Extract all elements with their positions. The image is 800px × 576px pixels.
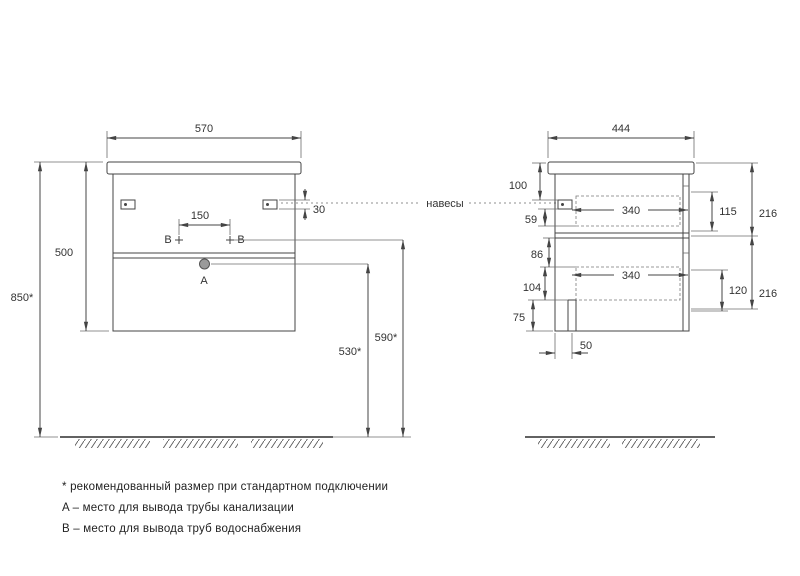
footnotes: * рекомендованный размер при стандартном… <box>62 481 388 535</box>
dim-depth: 444 <box>547 123 695 158</box>
dim-216-top-label: 216 <box>759 208 777 220</box>
dim-front-width-label: 570 <box>195 123 213 135</box>
drain-point-a <box>199 258 210 270</box>
hangers-callout: навесы <box>281 198 556 210</box>
dim-75-label: 75 <box>513 312 525 324</box>
footnote-a: A – место для вывода трубы канализации <box>62 502 294 514</box>
dim-100-label: 100 <box>509 180 527 192</box>
side-view: 444 100 59 86 104 75 <box>509 123 777 359</box>
side-cabinet-body <box>554 173 690 332</box>
drawer-box-bottom <box>575 266 681 301</box>
hanger-right-icon <box>262 199 278 210</box>
dim-b-spacing: 150 <box>178 210 231 235</box>
dim-104: 104 <box>523 266 568 301</box>
floor-left <box>60 436 333 448</box>
dim-86-label: 86 <box>531 249 543 261</box>
dim-115-label: 115 <box>719 206 737 218</box>
front-countertop <box>106 161 302 175</box>
dim-hanger-height: 30 <box>279 189 325 220</box>
dim-216-bottom: 216 <box>691 235 777 310</box>
dim-b-height-label: 590* <box>375 332 398 344</box>
dim-front-height: 500 <box>34 161 109 332</box>
dim-a-height-label: 530* <box>339 346 362 358</box>
dim-120: 120 <box>691 269 747 312</box>
dim-340-bottom-label: 340 <box>622 270 640 282</box>
dim-b-height: 590* <box>234 239 411 438</box>
dim-front-width: 570 <box>106 123 302 158</box>
dim-hanger-height-label: 30 <box>313 204 325 216</box>
dim-104-label: 104 <box>523 282 541 294</box>
footnote-asterisk: * рекомендованный размер при стандартном… <box>62 481 388 493</box>
floor-right <box>525 436 715 448</box>
dim-a-height: 530* <box>211 263 371 438</box>
side-countertop <box>547 161 695 175</box>
dim-100: 100 <box>509 162 558 201</box>
dim-340-top-label: 340 <box>622 205 640 217</box>
dim-front-height-label: 500 <box>55 247 73 259</box>
label-b-left: B <box>164 234 171 246</box>
dim-59: 59 <box>525 208 576 227</box>
hanger-side-icon <box>557 199 573 210</box>
water-point-b-left <box>175 236 183 244</box>
dim-115: 115 <box>691 191 737 232</box>
dim-216-top: 216 <box>691 162 777 237</box>
dim-depth-label: 444 <box>612 123 630 135</box>
water-point-b-right <box>226 236 234 244</box>
dim-340-top: 340 <box>571 205 689 217</box>
hanger-left-icon <box>120 199 136 210</box>
dim-59-label: 59 <box>525 214 537 226</box>
footnote-b: B – место для вывода труб водоснабжения <box>62 523 301 535</box>
front-view: B B A 570 500 850* 150 <box>11 123 411 438</box>
dim-50: 50 <box>539 333 592 359</box>
dim-b-spacing-label: 150 <box>191 210 209 222</box>
label-a: A <box>200 275 208 287</box>
dim-overall-height: 850* <box>11 161 58 438</box>
dim-86: 86 <box>531 237 576 268</box>
dim-50-label: 50 <box>580 340 592 352</box>
hangers-callout-label: навесы <box>426 198 464 210</box>
dim-216-bottom-label: 216 <box>759 288 777 300</box>
dim-75: 75 <box>513 299 553 332</box>
dim-overall-height-label: 850* <box>11 292 34 304</box>
pipe-channel <box>567 299 577 331</box>
dim-340-bottom: 340 <box>571 270 689 282</box>
dim-120-label: 120 <box>729 285 747 297</box>
